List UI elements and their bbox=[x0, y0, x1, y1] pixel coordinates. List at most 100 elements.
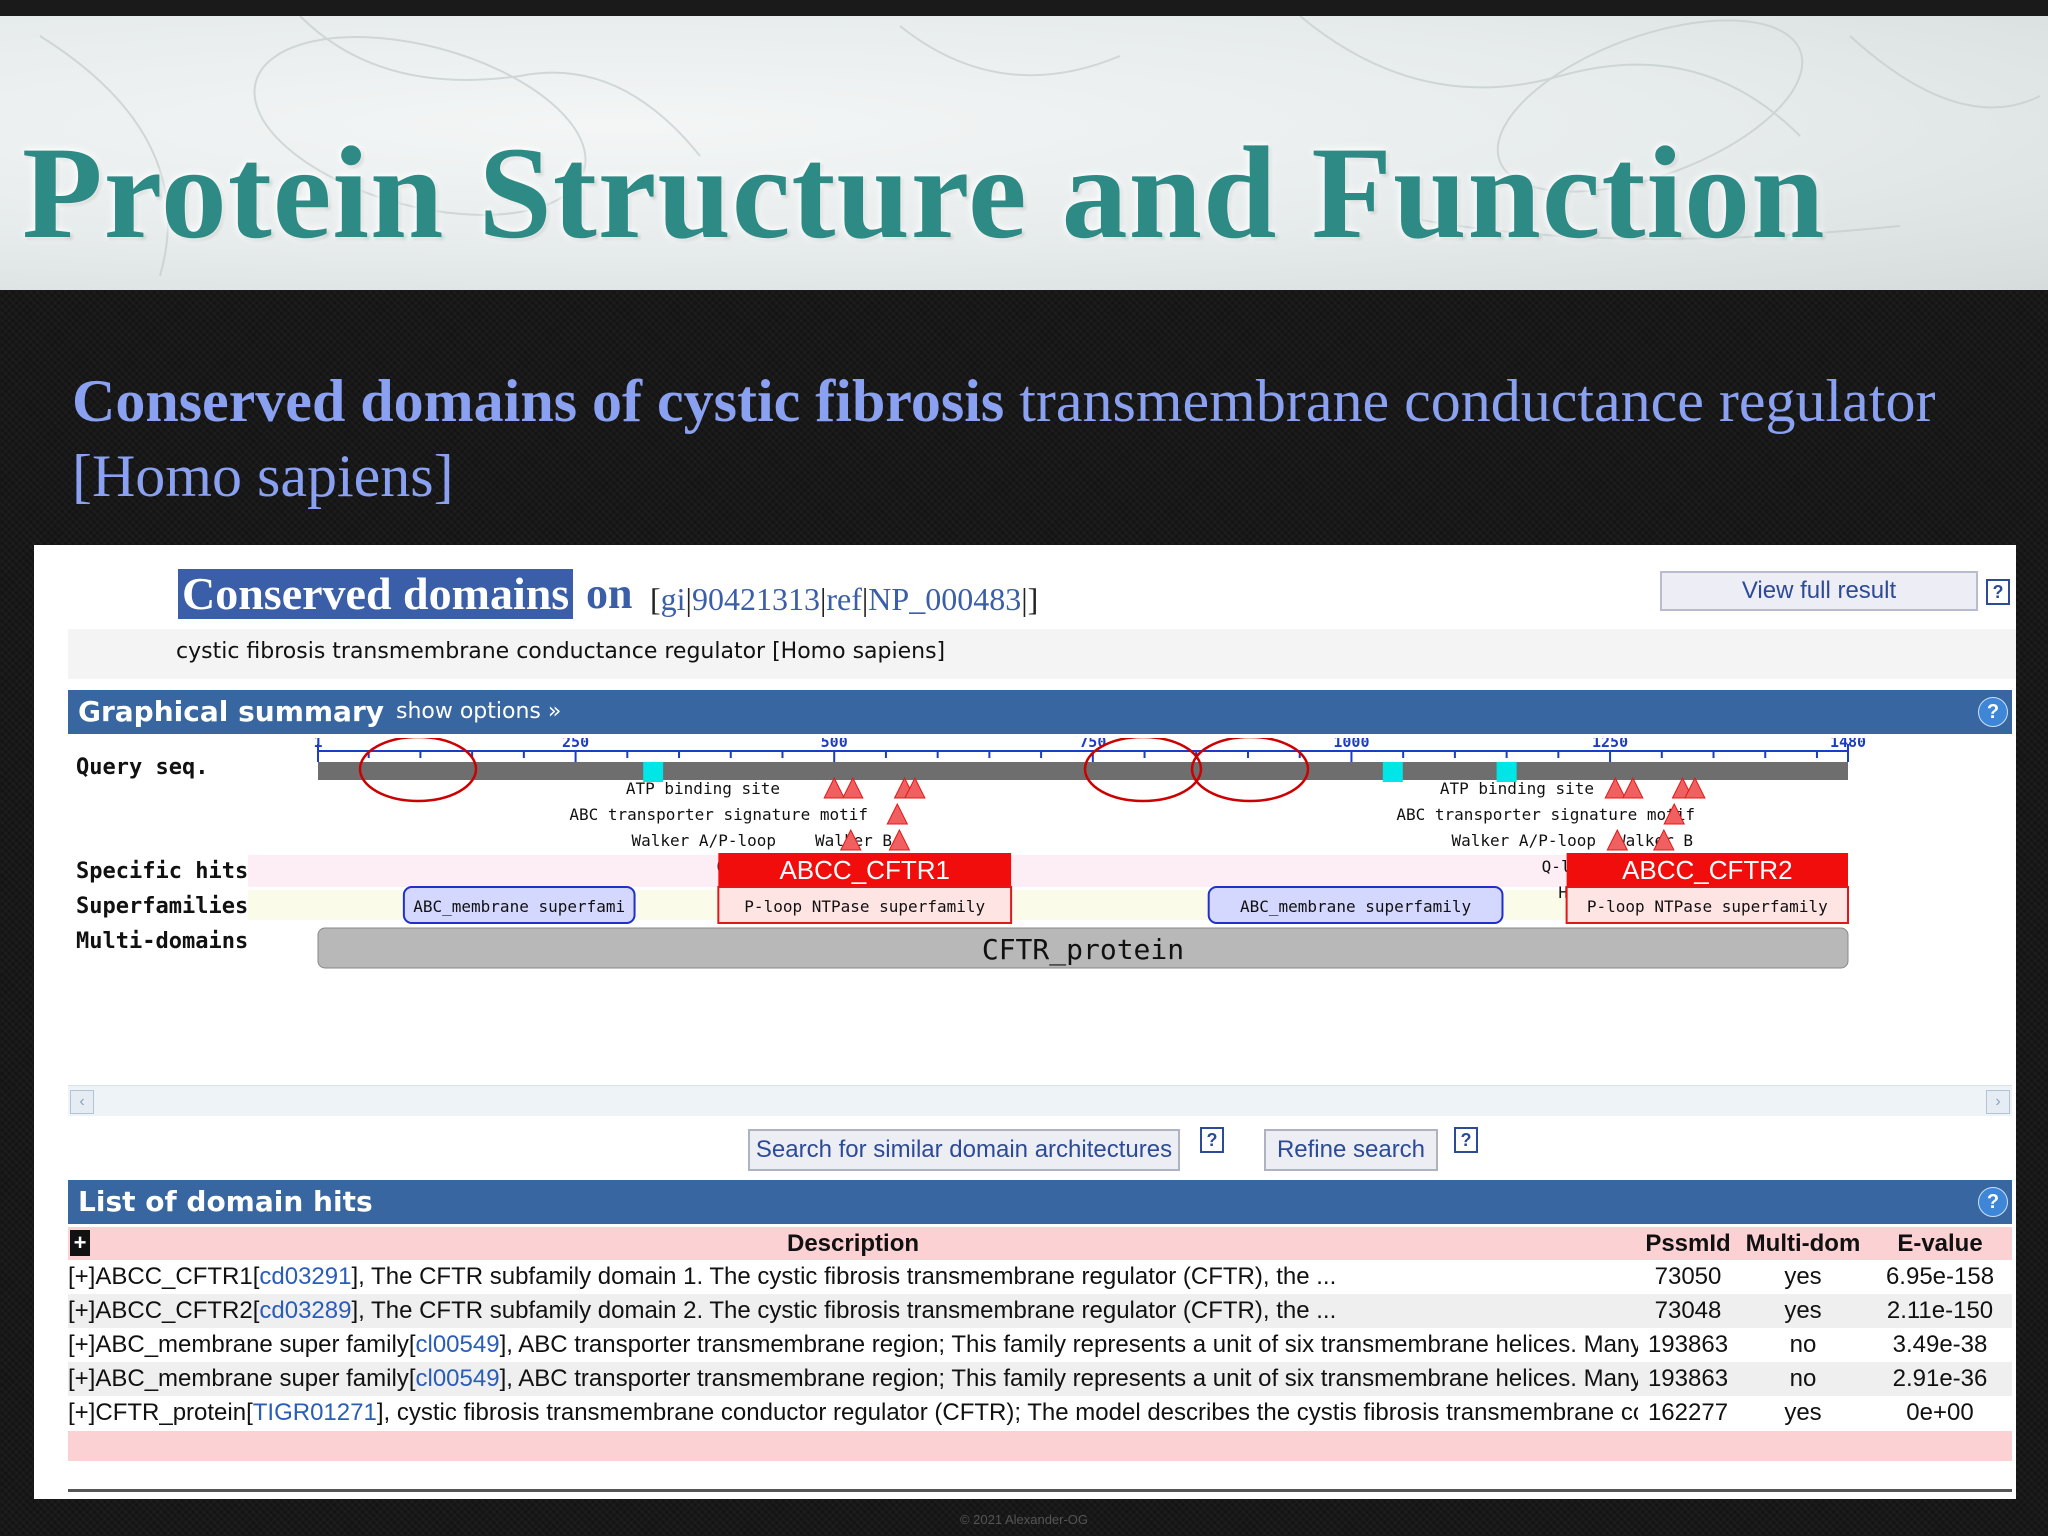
subtitle-rest: transmembrane conductance regulator [Hom… bbox=[72, 368, 1936, 509]
binding-site-marker bbox=[1382, 762, 1403, 782]
table-row: [+]ABCC_CFTR2[cd03289], The CFTR subfami… bbox=[68, 1294, 2012, 1328]
query-description: cystic fibrosis transmembrane conductanc… bbox=[176, 639, 946, 664]
site-feature-marker bbox=[1622, 776, 1644, 799]
help-icon[interactable]: ? bbox=[1978, 697, 2008, 727]
binding-site-marker bbox=[1496, 762, 1517, 782]
row-label-specific: Specific hits bbox=[76, 859, 248, 884]
site-feature-marker bbox=[904, 776, 926, 799]
accession-link[interactable]: NP_000483 bbox=[868, 581, 1022, 617]
query-identifier: [gi|90421313|ref|NP_000483|] bbox=[650, 581, 1039, 617]
multi-domain bbox=[317, 927, 1849, 969]
hit-pssmid: 73048 bbox=[1638, 1294, 1738, 1328]
hit-multidom: yes bbox=[1738, 1396, 1868, 1430]
help-icon[interactable]: ? bbox=[1986, 579, 2010, 605]
view-full-result-button[interactable]: View full result bbox=[1660, 571, 1978, 611]
table-row: [+]CFTR_protein[TIGR01271], cystic fibro… bbox=[68, 1396, 2012, 1430]
specific-hit-domain bbox=[718, 853, 1012, 887]
table-row: [+]ABC_membrane super family[cl00549], A… bbox=[68, 1328, 2012, 1362]
multi-domain-label: CFTR_protein bbox=[982, 933, 1184, 967]
domain-graphic: Query seq. Specific hits Superfamilies M… bbox=[76, 738, 1866, 969]
hit-name: ABCC_CFTR1[ bbox=[95, 1263, 260, 1290]
specific-hit-domain bbox=[1566, 853, 1848, 887]
superfamily-domain bbox=[1565, 886, 1850, 924]
binding-site-marker bbox=[643, 762, 664, 782]
subtitle-bold: Conserved domains of cystic fibrosis bbox=[72, 368, 1005, 434]
expand-all-icon[interactable]: + bbox=[70, 1230, 90, 1256]
hit-accession-link[interactable]: cd03289 bbox=[259, 1297, 352, 1324]
superfamily-domain bbox=[717, 886, 1013, 924]
expand-row-toggle[interactable]: [+] bbox=[68, 1297, 96, 1324]
hit-name: CFTR_protein[ bbox=[95, 1399, 253, 1426]
slide-subtitle: Conserved domains of cystic fibrosis tra… bbox=[72, 364, 2012, 514]
hit-summary: ], ABC transporter transmembrane region;… bbox=[499, 1331, 1638, 1358]
column-header-pssmid: PssmId bbox=[1638, 1227, 1738, 1260]
search-similar-architectures-button[interactable]: Search for similar domain architectures bbox=[748, 1129, 1180, 1171]
highlight-circle bbox=[1190, 738, 1310, 803]
help-icon[interactable]: ? bbox=[1454, 1127, 1478, 1153]
cd-title: Conserved domains bbox=[178, 569, 574, 619]
site-feature-marker bbox=[1604, 776, 1627, 799]
row-label-multi: Multi-domains bbox=[76, 929, 248, 954]
hit-description: [+]CFTR_protein[TIGR01271], cystic fibro… bbox=[68, 1396, 1638, 1430]
site-feature-marker bbox=[1606, 828, 1629, 851]
column-header-evalue: E-value bbox=[1868, 1227, 2012, 1260]
show-options-link[interactable]: show options » bbox=[396, 699, 562, 724]
superfamily-label: ABC_membrane superfami bbox=[413, 897, 625, 916]
hit-accession-link[interactable]: cl00549 bbox=[415, 1331, 500, 1358]
scale-tick-label: 250 bbox=[562, 738, 589, 751]
hit-accession-link[interactable]: TIGR01271 bbox=[252, 1399, 377, 1426]
domain-hits-table: + Description PssmId Multi-dom E-value [… bbox=[68, 1227, 2012, 1430]
gi-link[interactable]: gi bbox=[660, 581, 686, 617]
bottom-rule bbox=[68, 1489, 2012, 1492]
hit-accession-link[interactable]: cl00549 bbox=[415, 1365, 500, 1392]
scale-tick-label: 1000 bbox=[1333, 738, 1369, 751]
horizontal-scrollbar[interactable]: ‹ › bbox=[68, 1085, 2012, 1116]
superfamily-label: P-loop NTPase superfamily bbox=[1587, 897, 1828, 916]
scale-tick-label: 1480 bbox=[1830, 738, 1866, 751]
superfamily-domain bbox=[1207, 886, 1504, 924]
hit-name: ABCC_CFTR2[ bbox=[95, 1297, 260, 1324]
hit-name: ABC_membrane super family[ bbox=[95, 1331, 416, 1358]
scroll-left-icon[interactable]: ‹ bbox=[70, 1090, 94, 1114]
hit-evalue: 6.95e-158 bbox=[1868, 1260, 2012, 1294]
top-strip bbox=[0, 0, 2048, 16]
site-label: ATP binding site bbox=[626, 779, 780, 798]
expand-row-toggle[interactable]: [+] bbox=[68, 1263, 96, 1290]
expand-row-toggle[interactable]: [+] bbox=[68, 1365, 96, 1392]
hit-evalue: 2.11e-150 bbox=[1868, 1294, 2012, 1328]
description-strip bbox=[68, 629, 2016, 679]
ref-link[interactable]: ref bbox=[826, 581, 862, 617]
superfamily-label: ABC_membrane superfamily bbox=[1240, 897, 1472, 916]
site-feature-marker bbox=[823, 776, 846, 799]
specific-hit-label: ABCC_CFTR1 bbox=[779, 855, 949, 885]
hit-multidom: yes bbox=[1738, 1294, 1868, 1328]
site-feature-marker bbox=[1684, 776, 1706, 799]
hit-pssmid: 73050 bbox=[1638, 1260, 1738, 1294]
superfamily-domain bbox=[402, 886, 636, 924]
help-icon[interactable]: ? bbox=[1978, 1187, 2008, 1217]
hit-evalue: 2.91e-36 bbox=[1868, 1362, 2012, 1396]
site-label: ATP binding site bbox=[1440, 779, 1594, 798]
copyright-footer: © 2021 Alexander-OG bbox=[959, 1512, 1089, 1527]
hit-summary: ], ABC transporter transmembrane region;… bbox=[499, 1365, 1638, 1392]
hit-multidom: yes bbox=[1738, 1260, 1868, 1294]
hit-accession-link[interactable]: cd03291 bbox=[259, 1263, 352, 1290]
gi-number-link[interactable]: 90421313 bbox=[691, 581, 820, 617]
hit-description: [+]ABC_membrane super family[cl00549], A… bbox=[68, 1328, 1638, 1362]
cd-on-label: on bbox=[586, 569, 633, 618]
site-label: ABC transporter signature motif bbox=[569, 805, 868, 824]
scale-tick-label: 750 bbox=[1079, 738, 1106, 751]
hit-description: [+]ABCC_CFTR1[cd03291], The CFTR subfami… bbox=[68, 1260, 1638, 1294]
hit-summary: ], The CFTR subfamily domain 2. The cyst… bbox=[351, 1297, 1337, 1324]
title-banner bbox=[0, 16, 2048, 290]
site-label: Walker A/P-loop bbox=[1452, 831, 1597, 850]
site-label: Walker B bbox=[1616, 831, 1693, 850]
refine-search-button[interactable]: Refine search bbox=[1264, 1129, 1438, 1171]
expand-row-toggle[interactable]: [+] bbox=[68, 1399, 96, 1426]
table-footer-strip bbox=[68, 1431, 2012, 1461]
scroll-right-icon[interactable]: › bbox=[1986, 1090, 2010, 1114]
table-header-row: + Description PssmId Multi-dom E-value bbox=[68, 1227, 2012, 1260]
expand-row-toggle[interactable]: [+] bbox=[68, 1331, 96, 1358]
help-icon[interactable]: ? bbox=[1200, 1127, 1224, 1153]
hit-pssmid: 193863 bbox=[1638, 1362, 1738, 1396]
